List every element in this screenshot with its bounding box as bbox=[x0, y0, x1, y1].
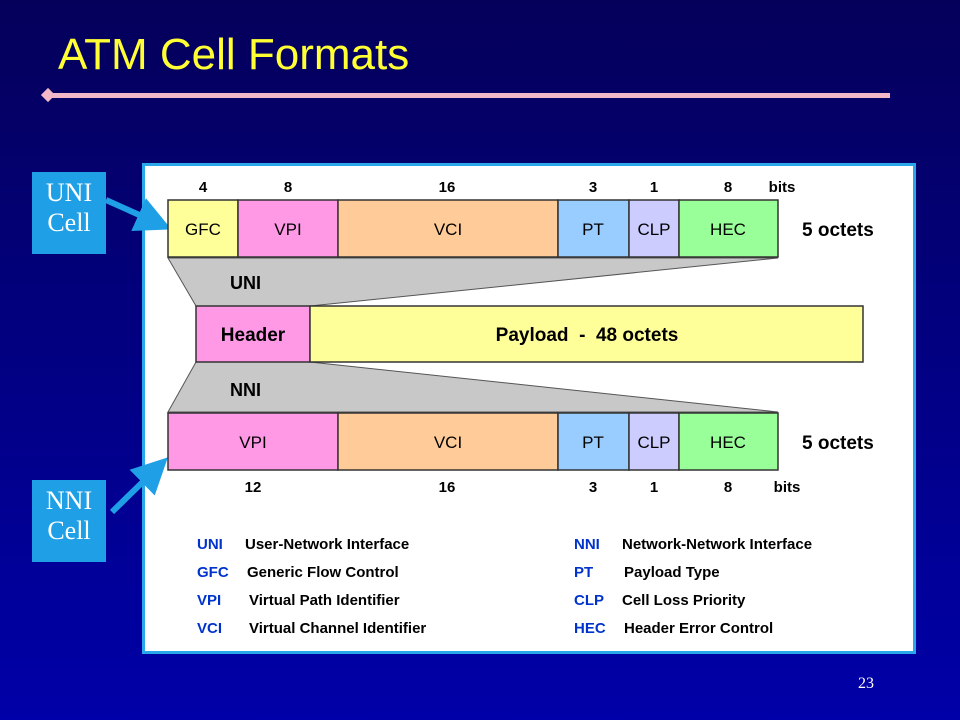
uni-field-vci bbox=[337, 199, 559, 258]
legend-desc-hec: Header Error Control bbox=[624, 620, 773, 637]
nni-callout-line1: NNI bbox=[45, 486, 93, 515]
uni-bits-gfc: 4 bbox=[199, 179, 208, 196]
legend-abbr-vci: VCI bbox=[197, 620, 222, 637]
legend-abbr-nni: NNI bbox=[574, 536, 600, 553]
uni-cell-row bbox=[167, 199, 779, 258]
nni-bits-pt: 3 bbox=[589, 479, 597, 496]
nni-cell-callout: NNI Cell bbox=[32, 480, 106, 562]
uni-bits-hec: 8 bbox=[724, 179, 732, 196]
uni-bits-vpi: 8 bbox=[284, 179, 292, 196]
legend-abbr-clp: CLP bbox=[574, 592, 604, 609]
legend-desc-uni: User-Network Interface bbox=[245, 536, 409, 553]
slide-title: ATM Cell Formats bbox=[58, 30, 410, 79]
uni-cell-size: 5 octets bbox=[802, 220, 874, 241]
uni-field-gfc bbox=[167, 199, 239, 258]
nni-field-hec bbox=[678, 412, 779, 471]
nni-cell-size: 5 octets bbox=[802, 433, 874, 454]
legend-desc-vci: Virtual Channel Identifier bbox=[249, 620, 426, 637]
uni-field-pt-label: PT bbox=[582, 220, 604, 239]
nni-field-vci-label: VCI bbox=[434, 433, 462, 452]
legend-desc-pt: Payload Type bbox=[624, 564, 720, 581]
uni-cell-callout: UNI Cell bbox=[32, 172, 106, 254]
nni-field-pt bbox=[557, 412, 630, 471]
uni-callout-line1: UNI bbox=[45, 178, 93, 207]
legend-right: NNI Network-Network Interface PT Payload… bbox=[574, 536, 812, 637]
legend-abbr-uni: UNI bbox=[197, 536, 223, 553]
uni-bits-vci: 16 bbox=[439, 179, 456, 196]
legend-abbr-hec: HEC bbox=[574, 620, 606, 637]
uni-band-label: UNI bbox=[230, 273, 261, 293]
uni-field-vpi-label: VPI bbox=[274, 220, 301, 239]
legend-abbr-vpi: VPI bbox=[197, 592, 221, 609]
legend-abbr-gfc: GFC bbox=[197, 564, 229, 581]
uni-callout-arrow bbox=[104, 197, 172, 232]
uni-field-hec bbox=[678, 199, 779, 258]
nni-field-pt-label: PT bbox=[582, 433, 604, 452]
uni-field-clp bbox=[628, 199, 680, 258]
nni-cell-row bbox=[167, 412, 779, 471]
nni-callout-line2: Cell bbox=[47, 516, 91, 545]
uni-bits-unit: bits bbox=[769, 179, 796, 196]
cell-header-box bbox=[195, 305, 311, 363]
nni-bits-unit: bits bbox=[774, 479, 801, 496]
cell-header-label: Header bbox=[221, 325, 286, 346]
title-rule bbox=[48, 93, 890, 98]
nni-bits-hec: 8 bbox=[724, 479, 732, 496]
page-number: 23 bbox=[858, 675, 874, 692]
nni-field-vpi bbox=[167, 412, 339, 471]
uni-field-vci-label: VCI bbox=[434, 220, 462, 239]
uni-bits-pt: 3 bbox=[589, 179, 597, 196]
nni-band-label: NNI bbox=[230, 380, 261, 400]
uni-field-hec-label: HEC bbox=[710, 220, 746, 239]
nni-callout-arrow bbox=[109, 457, 168, 515]
legend-abbr-pt: PT bbox=[574, 564, 593, 581]
nni-bits-clp: 1 bbox=[650, 479, 658, 496]
uni-field-vpi bbox=[237, 199, 339, 258]
legend-desc-nni: Network-Network Interface bbox=[622, 536, 812, 553]
legend-desc-vpi: Virtual Path Identifier bbox=[249, 592, 400, 609]
cell-payload-box bbox=[309, 305, 864, 363]
legend-left: UNI User-Network Interface GFC Generic F… bbox=[197, 536, 426, 637]
legend-desc-clp: Cell Loss Priority bbox=[622, 592, 746, 609]
legend-desc-gfc: Generic Flow Control bbox=[247, 564, 399, 581]
cell-payload-label: Payload - 48 octets bbox=[496, 325, 679, 346]
nni-field-hec-label: HEC bbox=[710, 433, 746, 452]
nni-field-vpi-label: VPI bbox=[239, 433, 266, 452]
nni-bits-vpi: 12 bbox=[245, 479, 262, 496]
nni-field-clp bbox=[628, 412, 680, 471]
uni-field-gfc-label: GFC bbox=[185, 220, 221, 239]
nni-field-vci bbox=[337, 412, 559, 471]
nni-bits-vci: 16 bbox=[439, 479, 456, 496]
uni-field-clp-label: CLP bbox=[637, 220, 670, 239]
uni-callout-line2: Cell bbox=[47, 208, 91, 237]
uni-bits-clp: 1 bbox=[650, 179, 658, 196]
nni-field-clp-label: CLP bbox=[637, 433, 670, 452]
